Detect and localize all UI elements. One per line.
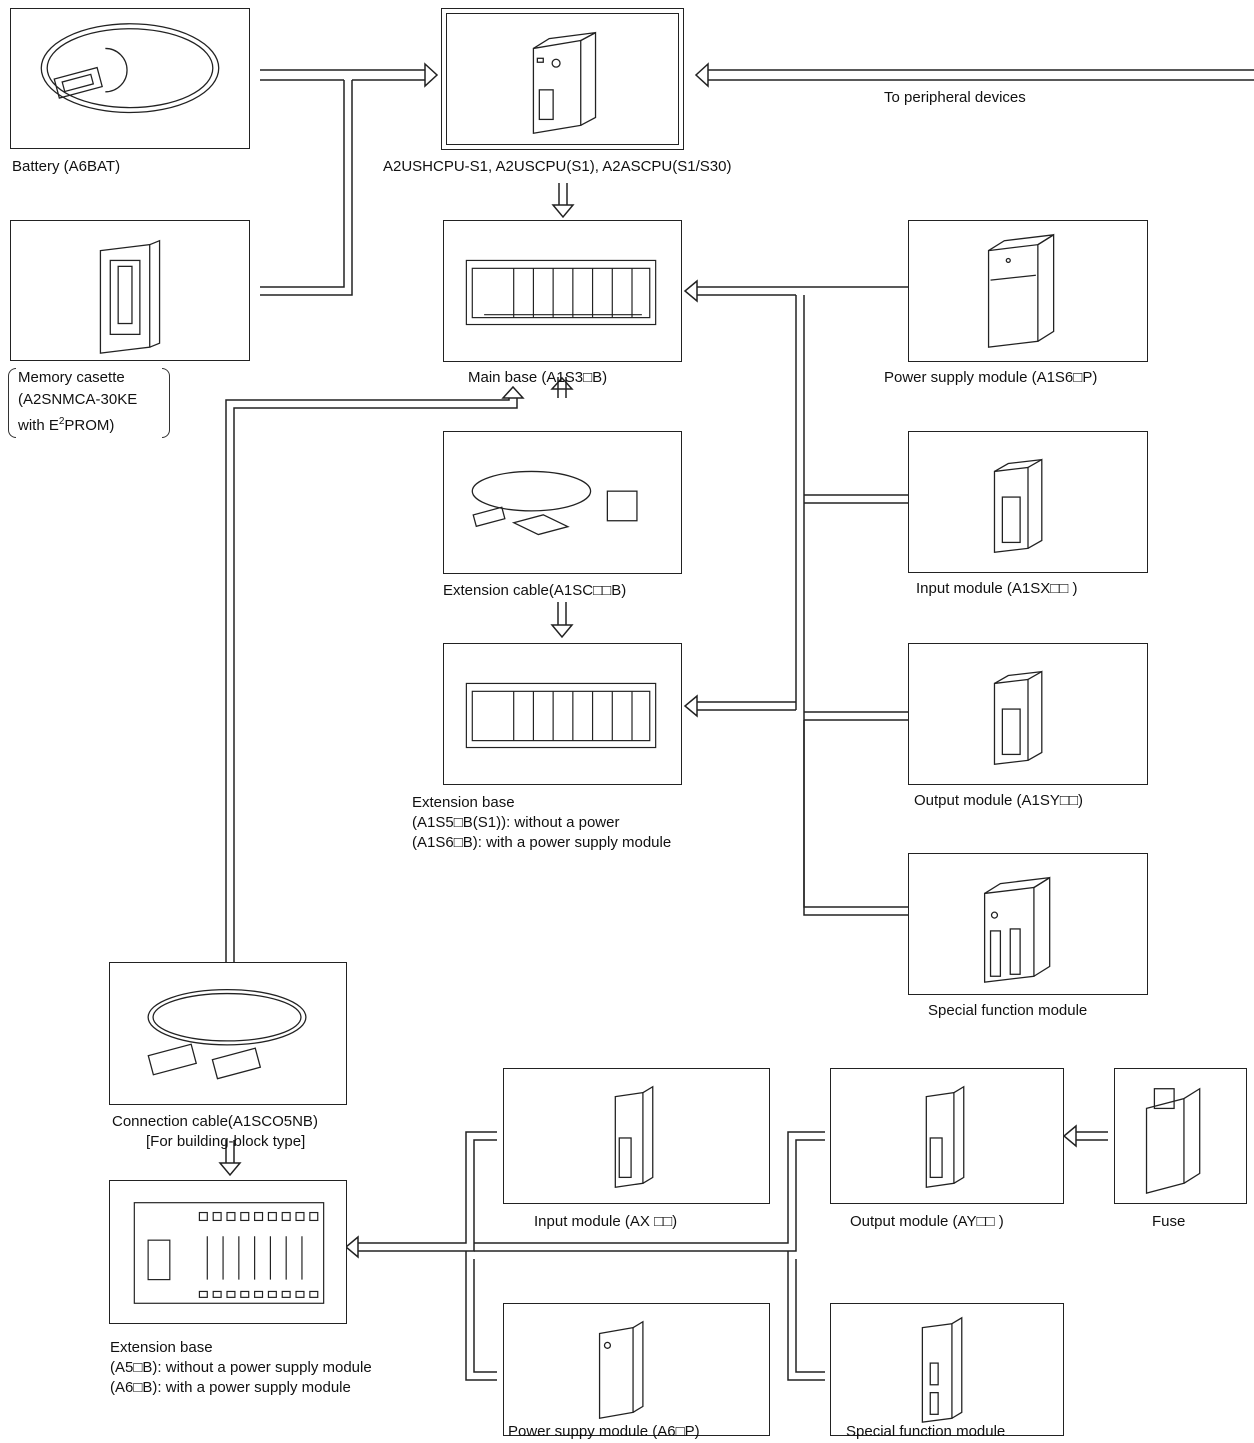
extension-base-line1: Extension base [412, 794, 515, 811]
main-base-icon [465, 259, 657, 326]
lower-bus-to-special [787, 1251, 825, 1381]
memory-line3: with E2PROM) [18, 412, 114, 435]
battery-box [10, 8, 250, 149]
memory-line1: Memory casette [18, 369, 125, 386]
memory-line2: (A2SNMCA-30KE [18, 391, 138, 408]
output-module-box [908, 643, 1148, 785]
peripheral-line [708, 69, 1254, 81]
special-module2-icon [921, 1316, 963, 1423]
cable-to-extbase-line [557, 602, 567, 625]
lower-bus [358, 1131, 497, 1252]
input-ax-icon [614, 1085, 654, 1188]
memory-line3-post: PROM) [64, 417, 115, 434]
connection-cable-line1: Connection cable(A1SCO5NB) [112, 1113, 318, 1130]
output-ay-box [830, 1068, 1064, 1204]
extension-base2-box [109, 1180, 347, 1324]
lower-bus-to-power [465, 1251, 497, 1381]
cpu-to-base-line [558, 183, 568, 205]
input-module-icon [993, 458, 1043, 554]
fuse-to-output-line [1076, 1131, 1108, 1141]
memory-to-cpu-line [260, 80, 353, 296]
power-supply-box [908, 220, 1148, 362]
battery-to-cpu-line [260, 69, 425, 81]
output-module-icon [993, 670, 1043, 766]
input-module-label: Input module (A1SX□□ ) [916, 580, 1078, 597]
special-module2-label: Special function module [846, 1423, 1006, 1440]
special-module-label: Special function module [928, 1002, 1088, 1019]
extension-base2-line3: (A6□B): with a power supply module [110, 1379, 351, 1396]
conn-to-extbase2-arrow [218, 1162, 242, 1177]
fuse-to-output-arrow [1062, 1124, 1077, 1148]
extension-base2-icon [133, 1202, 325, 1304]
bus-to-special [697, 709, 908, 908]
cable-to-base-line [557, 377, 567, 398]
memory-cassette-box [10, 220, 250, 361]
conn-to-extbase2-line [225, 1140, 235, 1163]
power-a6-box [503, 1303, 770, 1436]
extension-base-icon [465, 682, 657, 749]
extension-base2-line1: Extension base [110, 1339, 213, 1356]
output-ay-label: Output module (AY□□ ) [850, 1213, 1004, 1230]
peripheral-arrow [694, 62, 709, 88]
output-ay-icon [925, 1085, 965, 1188]
main-base-box [443, 220, 682, 362]
power-supply-label: Power supply module (A1S6□P) [884, 369, 1098, 386]
peripheral-label: To peripheral devices [884, 89, 1026, 106]
memory-line3-sup: 2 [58, 416, 65, 427]
extension-base-line2: (A1S5□B(S1)): without a power [412, 814, 620, 831]
extension-cable-icon [471, 470, 638, 536]
extension-base-box [443, 643, 682, 785]
memory-line3-pre: with E [18, 417, 59, 434]
special-module-icon [983, 876, 1051, 983]
connection-cable-box [109, 962, 347, 1105]
cpu-label: A2USHCPU-S1, A2USCPU(S1), A2ASCPU(S1/S30… [383, 158, 732, 175]
connection-cable-arrow [501, 385, 525, 399]
main-base-label: Main base (A1S3□B) [468, 369, 608, 386]
battery-label: Battery (A6BAT) [12, 158, 121, 175]
connection-cable-line [225, 398, 518, 962]
fuse-box [1114, 1068, 1247, 1204]
right-bus-vertical [795, 295, 908, 916]
extension-base2-line2: (A5□B): without a power supply module [110, 1359, 372, 1376]
bracket-left [8, 368, 16, 438]
extension-cable-box [443, 431, 682, 574]
bus-to-input [804, 494, 908, 504]
connection-cable-icon [147, 988, 307, 1080]
cpu-box [441, 8, 684, 150]
memory-cassette-label: Memory casette (A2SNMCA-30KE with E2PROM… [8, 368, 170, 438]
power-a6-label: Power suppy module (A6□P) [508, 1423, 700, 1440]
memory-cassette-icon [99, 239, 161, 354]
input-ax-label: Input module (AX □□) [534, 1213, 678, 1230]
extension-cable-label: Extension cable(A1SC□□B) [443, 582, 627, 599]
cpu-module-icon [532, 31, 597, 134]
output-module-label: Output module (A1SY□□) [914, 792, 1084, 809]
power-to-base-arrow [683, 279, 698, 303]
power-a6-icon [598, 1320, 644, 1420]
power-to-base-line [697, 286, 908, 296]
fuse-label: Fuse [1152, 1213, 1186, 1230]
cpu-to-base-arrow [551, 204, 575, 219]
cable-to-base-arrow [550, 376, 574, 390]
bracket-right [162, 368, 170, 438]
power-supply-icon [987, 233, 1055, 348]
extension-base-line3: (A1S6□B): with a power supply module [412, 834, 672, 851]
lower-bus-horizontal [474, 1131, 825, 1252]
bus-to-output [804, 711, 908, 721]
battery-to-cpu-arrow [424, 62, 439, 88]
connection-cable-line2: [For building-block type] [146, 1133, 306, 1150]
battery-icon [40, 23, 220, 114]
bus-to-extbase-arrow [683, 694, 698, 718]
lower-bus-arrow [344, 1235, 359, 1259]
input-module-box [908, 431, 1148, 573]
fuse-icon [1145, 1087, 1201, 1194]
special-module-box [908, 853, 1148, 995]
input-ax-box [503, 1068, 770, 1204]
cable-to-extbase-arrow [550, 624, 574, 639]
special-module2-box [830, 1303, 1064, 1436]
